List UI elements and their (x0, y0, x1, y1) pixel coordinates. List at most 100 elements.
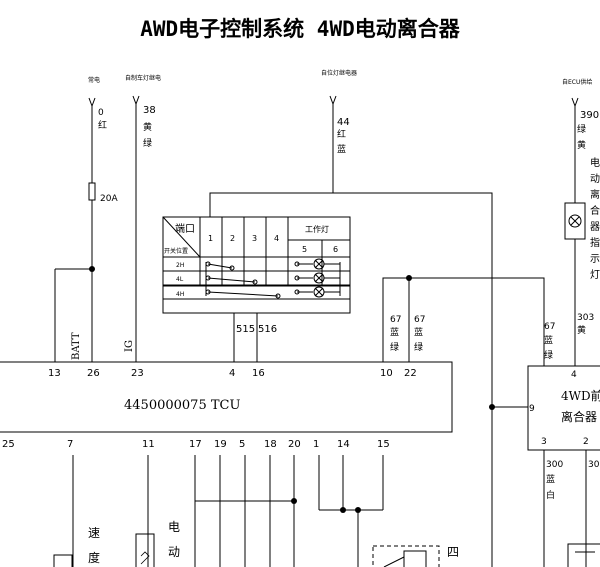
clutch-pin-2: 2 (583, 437, 589, 447)
wire-label-516: 516 (258, 324, 277, 335)
tcu-bottom-pin-17: 17 (189, 439, 202, 450)
switch-row-4h: 4H (176, 291, 184, 298)
clutch-label-1: 4WD前桥 (561, 388, 600, 403)
tcu-bottom-pin-1: 1 (313, 439, 319, 450)
tcu-bottom-pin-7: 7 (67, 439, 73, 450)
clutch-label-2: 离合器 (561, 409, 597, 424)
switch-position-header: 开关位置 (164, 247, 188, 255)
mode-switch-table (162, 216, 351, 287)
wire-color-38b: 绿 (143, 137, 152, 149)
wire-color-0: 红 (98, 119, 107, 131)
four-wd-switch-inner (403, 550, 427, 567)
tcu-top-pin-10: 10 (380, 368, 393, 379)
junction-bottom-3 (355, 507, 361, 513)
junction-bottom-1 (291, 498, 297, 504)
tcu-top-pin-16: 16 (252, 368, 265, 379)
wire-color-67b2: 绿 (414, 341, 423, 353)
tcu-bottom-pin-11: 11 (142, 439, 155, 450)
switch-lamp-5: 5 (302, 245, 307, 254)
indicator-caption-char: 灯 (590, 269, 600, 281)
wire-color-67a1: 蓝 (390, 326, 399, 338)
wire-label-67b: 67 (414, 315, 425, 325)
arrow-self-lamp (329, 95, 337, 106)
wire-color-67a2: 绿 (390, 341, 399, 353)
switch-row-2h: 2H (176, 262, 184, 269)
switch-lamp-6: 6 (333, 245, 338, 254)
indicator-caption-char: 电 (590, 156, 600, 169)
tcu-label: 4450000075 TCU (124, 398, 240, 413)
speed-sensor-box (53, 554, 73, 567)
switch-port-1: 1 (208, 234, 213, 243)
self-lamp-relay-label: 自位灯继电器 (321, 69, 357, 77)
fuse-20a (88, 182, 96, 201)
tcu-module (0, 361, 453, 433)
wire-color-67b1: 蓝 (414, 326, 423, 338)
clutch-module (527, 365, 600, 451)
four-label: 四 (447, 545, 459, 559)
tcu-top-pin-22: 22 (404, 368, 417, 379)
wire-switch-top-loop (209, 192, 493, 567)
motor-label-1: 电 (168, 520, 180, 534)
speed-label-1: 速 (88, 526, 100, 540)
left-lamp-relay-label: 自制车灯继电 (125, 74, 161, 82)
motor-coil-icon (140, 551, 150, 565)
tcu-top-pin-23: 23 (131, 368, 144, 379)
indicator-caption-char: 合 (590, 204, 600, 217)
switch-port-4: 4 (274, 234, 279, 243)
tcu-bottom-pin-25: 25 (2, 439, 15, 450)
four-wd-switch-box (372, 545, 440, 567)
always-power-label: 常电 (88, 76, 100, 84)
tcu-bottom-pin-18: 18 (264, 439, 277, 450)
arrow-ecu (571, 97, 579, 108)
arrow-left-lamp (132, 95, 140, 106)
switch-port-3: 3 (252, 234, 257, 243)
switch-row-4l: 4L (176, 276, 184, 283)
tcu-bottom-pin-5: 5 (239, 439, 245, 450)
wire-67-bus (382, 277, 545, 366)
indicator-caption-char: 动 (590, 173, 600, 185)
wire-label-300: 300 (546, 460, 563, 470)
wire-label-303: 303 (577, 313, 594, 323)
switch-port-2: 2 (230, 234, 235, 243)
fuse-rating: 20A (100, 194, 118, 204)
wire-color-303: 黄 (577, 324, 586, 336)
diagram-title: AWD电子控制系统 4WD电动离合器 (140, 17, 461, 41)
indicator-lamp-icon (568, 214, 582, 228)
speed-label-2: 度 (88, 550, 100, 565)
switch-contacts (205, 258, 341, 299)
indicator-caption-char: 指 (590, 236, 600, 249)
wire-label-390: 390 (580, 110, 599, 121)
tcu-pin-batt-label: BATT (71, 332, 82, 360)
clutch-pin-4: 4 (571, 370, 577, 380)
wire-label-67a: 67 (390, 315, 401, 325)
junction-batt (89, 266, 95, 272)
tcu-top-pin-26: 26 (87, 368, 100, 379)
tcu-bottom-pin-15: 15 (377, 439, 390, 450)
wire-label-38: 38 (143, 105, 156, 116)
clutch-pin-9: 9 (529, 404, 535, 414)
clutch-pin-3: 3 (541, 437, 547, 447)
tcu-top-pin-13: 13 (48, 368, 61, 379)
wire-color-390b: 黄 (577, 139, 586, 151)
junction-bottom-2 (340, 507, 346, 513)
wire-color-38a: 黄 (143, 121, 152, 133)
wire-label-44: 44 (337, 117, 350, 128)
arrow-always-power (88, 97, 96, 108)
wire-label-301: 301 (588, 460, 600, 470)
wire-color-300b: 白 (546, 489, 555, 501)
motor-coil-box (135, 533, 155, 567)
wire-label-0: 0 (98, 108, 104, 118)
tcu-bottom-pin-20: 20 (288, 439, 301, 450)
wire-color-390a: 绿 (577, 123, 586, 135)
switch-worklamp-header: 工作灯 (305, 224, 329, 234)
wire-color-44b: 蓝 (337, 143, 346, 155)
tcu-bottom-pin-19: 19 (214, 439, 227, 450)
indicator-caption-char: 器 (590, 221, 600, 233)
wire-label-515: 515 (236, 324, 255, 335)
wire-color-67c2: 绿 (544, 349, 553, 361)
wire-label-67c: 67 (544, 322, 555, 332)
